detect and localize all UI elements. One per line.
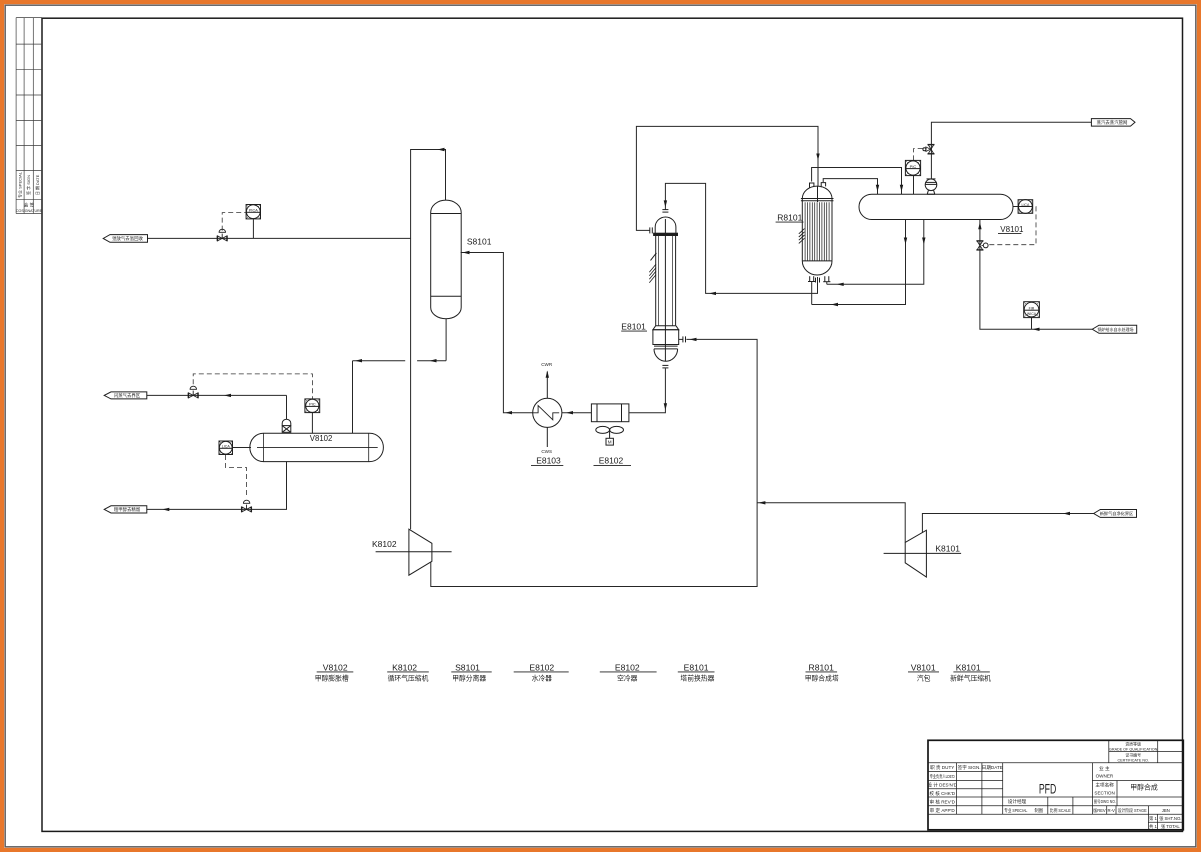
- svg-text:PFD: PFD: [1039, 782, 1057, 798]
- svg-text:PICA: PICA: [249, 209, 258, 213]
- svg-text:甲醇分离器: 甲醇分离器: [452, 674, 486, 683]
- svg-text:E8102: E8102: [529, 663, 554, 673]
- svg-text:校 核 CHK'D: 校 核 CHK'D: [929, 790, 955, 797]
- svg-text:业 主: 业 主: [1099, 765, 1110, 771]
- svg-text:证书编号: 证书编号: [1125, 753, 1141, 758]
- svg-text:COSIGNATURE: COSIGNATURE: [16, 209, 43, 213]
- svg-text:R-V: R-V: [1107, 808, 1115, 813]
- svg-text:粗甲醇去精馏: 粗甲醇去精馏: [114, 506, 141, 513]
- svg-text:E8101: E8101: [621, 321, 646, 331]
- svg-text:M: M: [608, 440, 612, 445]
- svg-text:R8101: R8101: [809, 663, 835, 673]
- svg-text:专业 SPECIAL: 专业 SPECIAL: [1004, 807, 1027, 814]
- svg-text:CERTIFICATE NO.: CERTIFICATE NO.: [1117, 759, 1148, 763]
- svg-text:设 计 DES'N'D: 设 计 DES'N'D: [927, 782, 957, 789]
- svg-text:签 字 SIGN: 签 字 SIGN: [25, 175, 31, 195]
- svg-text:设计经理: 设计经理: [1008, 798, 1027, 805]
- svg-text:S8101: S8101: [467, 237, 492, 247]
- svg-text:E8102: E8102: [599, 455, 624, 465]
- svg-text:新鲜气自净化界区: 新鲜气自净化界区: [1100, 510, 1134, 517]
- svg-text:新鲜气压缩机: 新鲜气压缩机: [950, 674, 991, 683]
- svg-text:张 TOTAL: 张 TOTAL: [1161, 823, 1181, 830]
- svg-text:K8102: K8102: [392, 663, 417, 673]
- svg-text:张 SHT.NO.: 张 SHT.NO.: [1159, 815, 1181, 822]
- svg-text:空冷器: 空冷器: [617, 674, 638, 683]
- svg-text:蒸汽去蒸汽管网: 蒸汽去蒸汽管网: [1097, 119, 1128, 126]
- svg-text:E8103: E8103: [536, 455, 561, 465]
- svg-text:制图: 制图: [1035, 807, 1044, 814]
- svg-text:汽包: 汽包: [917, 674, 931, 683]
- svg-text:比例 SCALE: 比例 SCALE: [1050, 807, 1071, 814]
- svg-text:签字 SIGN.: 签字 SIGN.: [958, 764, 981, 770]
- svg-text:版REV: 版REV: [1093, 807, 1106, 813]
- svg-text:GRADE OF QUALIFICATION: GRADE OF QUALIFICATION: [1109, 747, 1158, 751]
- svg-text:日 期 DATE: 日 期 DATE: [34, 174, 40, 195]
- svg-text:CWR: CWR: [541, 362, 553, 367]
- svg-text:E8102: E8102: [615, 663, 640, 673]
- svg-text:S8101: S8101: [455, 663, 480, 673]
- svg-text:设计阶段 STAGE: 设计阶段 STAGE: [1118, 807, 1147, 814]
- svg-text:第 1: 第 1: [1149, 815, 1157, 822]
- svg-text:会 签: 会 签: [24, 202, 35, 209]
- svg-text:V8101: V8101: [911, 663, 936, 673]
- svg-text:塔前换热器: 塔前换热器: [680, 674, 714, 683]
- svg-text:弛放气去氢回收: 弛放气去氢回收: [112, 235, 143, 242]
- svg-text:LICA: LICA: [1022, 203, 1030, 207]
- svg-text:职 责 DUTY: 职 责 DUTY: [930, 764, 954, 771]
- svg-text:甲醇合成: 甲醇合成: [1130, 783, 1158, 792]
- svg-text:LICA: LICA: [222, 445, 231, 449]
- svg-text:专业 SPECIAL: 专业 SPECIAL: [17, 171, 23, 198]
- svg-text:CWS: CWS: [541, 449, 552, 454]
- svg-text:PIC: PIC: [309, 402, 316, 407]
- svg-text:FIR: FIR: [1029, 307, 1035, 311]
- svg-text:PIC: PIC: [910, 164, 917, 169]
- svg-text:循环气压缩机: 循环气压缩机: [388, 674, 429, 683]
- svg-text:V8102: V8102: [310, 434, 333, 443]
- svg-text:V8102: V8102: [323, 663, 348, 673]
- svg-text:共 1: 共 1: [1149, 823, 1157, 830]
- svg-text:主项名称: 主项名称: [1095, 782, 1114, 789]
- svg-text:WICA: WICA: [1027, 312, 1037, 316]
- svg-text:审 定 APP'D: 审 定 APP'D: [930, 807, 956, 814]
- svg-text:闪蒸气去界区: 闪蒸气去界区: [114, 392, 141, 399]
- svg-text:V8101: V8101: [1000, 225, 1024, 234]
- svg-text:R8101: R8101: [777, 213, 802, 223]
- svg-text:资质等级: 资质等级: [1125, 741, 1141, 746]
- svg-text:K8102: K8102: [372, 539, 397, 549]
- svg-text:图号DWG NO.: 图号DWG NO.: [1094, 799, 1116, 805]
- svg-text:OWNER: OWNER: [1096, 774, 1114, 779]
- svg-text:甲醇合成塔: 甲醇合成塔: [805, 674, 839, 683]
- svg-text:JBN: JBN: [1162, 808, 1170, 813]
- svg-text:水冷器: 水冷器: [532, 674, 553, 683]
- svg-text:K8101: K8101: [935, 543, 960, 553]
- svg-text:锅炉给水自水处理场: 锅炉给水自水处理场: [1098, 326, 1134, 332]
- svg-text:SECTION: SECTION: [1094, 790, 1114, 795]
- svg-text:甲醇膨胀槽: 甲醇膨胀槽: [315, 674, 349, 683]
- svg-text:E8101: E8101: [684, 663, 709, 673]
- svg-text:K8101: K8101: [956, 663, 981, 673]
- svg-text:审 核 REV'D: 审 核 REV'D: [930, 798, 956, 805]
- svg-text:专业负责人LDE'D: 专业负责人LDE'D: [930, 773, 955, 780]
- svg-text:日期DATE: 日期DATE: [982, 765, 1003, 771]
